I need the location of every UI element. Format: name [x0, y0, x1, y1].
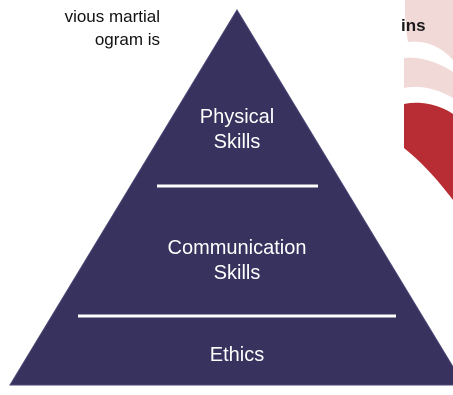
intro-line-1: vious martial — [64, 7, 160, 26]
tier-label-line: Physical — [199, 106, 275, 128]
tier-physical-skills: Physical Skills — [127, 105, 347, 155]
corner-text: ins — [401, 16, 426, 35]
tier-label-line: Ethics — [209, 344, 265, 366]
tier-label-line: Communication — [167, 237, 307, 259]
intro-line-2: ogram is — [94, 30, 160, 49]
tier-label-line: Skills — [213, 262, 261, 284]
tier-ethics: Ethics — [127, 343, 347, 368]
tier-label-line: Skills — [213, 131, 261, 153]
dark-arc-shape — [404, 102, 453, 200]
light-arc-shape — [405, 0, 453, 60]
tier-communication-skills: Communication Skills — [127, 236, 347, 286]
pyramid-shape — [9, 9, 453, 386]
light-band-shape — [404, 57, 453, 98]
